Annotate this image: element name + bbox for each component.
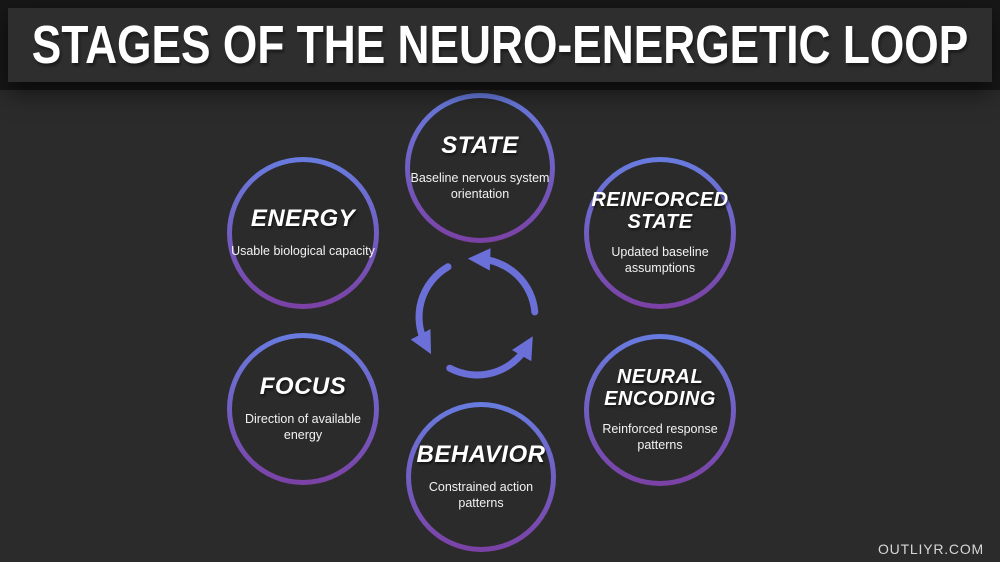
- node-energy-body: ENERGY Usable biological capacity: [231, 162, 375, 304]
- node-focus: FOCUS Direction of available energy: [227, 333, 379, 485]
- node-energy: ENERGY Usable biological capacity: [227, 157, 379, 309]
- node-behavior-description: Constrained action patterns: [428, 479, 534, 511]
- node-neural-encoding-body: NEURAL ENCODING Reinforced response patt…: [589, 339, 731, 481]
- node-focus-body: FOCUS Direction of available energy: [232, 338, 374, 480]
- node-reinforced-state-title: REINFORCED STATE: [591, 188, 729, 234]
- node-behavior: BEHAVIOR Constrained action patterns: [406, 402, 556, 552]
- node-reinforced-state: REINFORCED STATE Updated baseline assump…: [584, 157, 736, 309]
- watermark: OUTLIYR.COM: [877, 541, 984, 557]
- node-reinforced-state-body: REINFORCED STATE Updated baseline assump…: [589, 162, 731, 304]
- node-behavior-body: BEHAVIOR Constrained action patterns: [411, 407, 551, 547]
- node-neural-encoding-description: Reinforced response patterns: [602, 421, 718, 453]
- node-state-description: Baseline nervous system orientation: [410, 170, 550, 202]
- node-reinforced-state-description: Updated baseline assumptions: [611, 244, 709, 276]
- header-band: STAGES OF THE NEURO-ENERGETIC LOOP: [8, 8, 992, 82]
- page-title: STAGES OF THE NEURO-ENERGETIC LOOP: [31, 15, 969, 75]
- node-energy-description: Usable biological capacity: [231, 244, 375, 258]
- node-focus-title: FOCUS: [259, 372, 347, 400]
- node-neural-encoding-title: NEURAL ENCODING: [604, 365, 716, 411]
- node-energy-title: ENERGY: [250, 205, 356, 233]
- node-state-body: STATE Baseline nervous system orientatio…: [410, 98, 550, 238]
- node-focus-description: Direction of available energy: [244, 411, 362, 443]
- node-state: STATE Baseline nervous system orientatio…: [405, 93, 555, 243]
- node-behavior-title: BEHAVIOR: [416, 440, 546, 468]
- node-state-title: STATE: [441, 131, 519, 159]
- cycle-arrows-icon: [410, 248, 539, 379]
- node-neural-encoding: NEURAL ENCODING Reinforced response patt…: [584, 334, 736, 486]
